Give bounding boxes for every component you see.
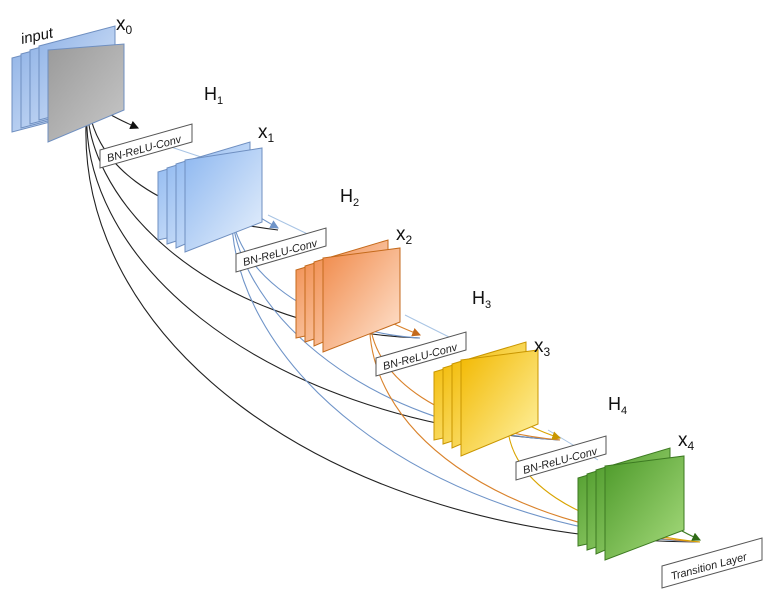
label-x1: x1 [258, 122, 275, 145]
label-H2: H2 [340, 186, 359, 209]
label-x4: x4 [678, 430, 695, 453]
label-x3: x3 [534, 336, 551, 359]
input-label: input [19, 24, 55, 48]
feature-map-x0 [11, 25, 125, 143]
label-H3: H3 [472, 288, 491, 311]
label-x0: x0 [116, 14, 133, 37]
label-x2: x2 [396, 224, 413, 247]
feature-map-x2 [295, 239, 401, 353]
feature-map-x4 [577, 447, 685, 561]
feature-map-x3 [433, 341, 539, 457]
feature-map-x1 [157, 141, 263, 253]
label-H1: H1 [204, 84, 223, 107]
transition-layer: Transition Layer [661, 537, 763, 589]
layer-H1: BN-ReLU-Conv [99, 123, 193, 169]
label-H4: H4 [608, 394, 627, 417]
